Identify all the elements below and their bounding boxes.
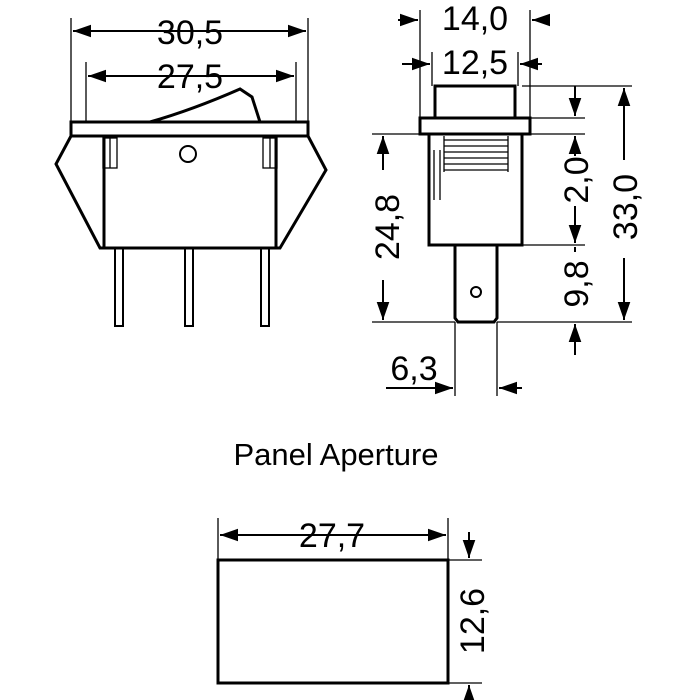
- dim-aperture-height: 12,6: [454, 588, 492, 654]
- dim-flange-thickness: 2,0: [558, 156, 596, 203]
- terminal-center: [184, 247, 194, 327]
- front-view: 30,5 27,5: [54, 14, 328, 327]
- dim-aperture-width: 27,7: [299, 517, 365, 555]
- side-flange: [418, 116, 532, 136]
- side-ribs: [443, 136, 509, 172]
- side-view: 14,0 12,5: [369, 0, 645, 396]
- aperture-rectangle: [216, 558, 450, 685]
- terminal-left: [114, 247, 124, 327]
- dim-rocker-width: 27,5: [157, 58, 223, 96]
- side-rocker: [433, 84, 517, 120]
- dim-overall-height: 33,0: [607, 174, 645, 240]
- dim-terminal-length: 9,8: [558, 260, 596, 307]
- dim-overall-depth: 14,0: [442, 0, 508, 38]
- side-terminal: [453, 243, 499, 324]
- front-flange: [69, 120, 310, 138]
- left-latch: [54, 134, 106, 250]
- front-body: [102, 134, 278, 250]
- dim-terminal-width: 6,3: [390, 350, 437, 388]
- rocker-actuator: [149, 87, 263, 124]
- panel-aperture-title: Panel Aperture: [233, 437, 438, 472]
- terminal-right: [260, 247, 270, 327]
- right-latch: [274, 134, 328, 250]
- front-hole: [179, 145, 197, 163]
- terminal-hole: [470, 286, 482, 298]
- dim-overall-width: 30,5: [157, 14, 223, 52]
- panel-aperture: Panel Aperture 27,7 12,6: [216, 437, 492, 700]
- dim-body-height: 24,8: [369, 194, 407, 260]
- dim-rocker-depth: 12,5: [442, 44, 508, 82]
